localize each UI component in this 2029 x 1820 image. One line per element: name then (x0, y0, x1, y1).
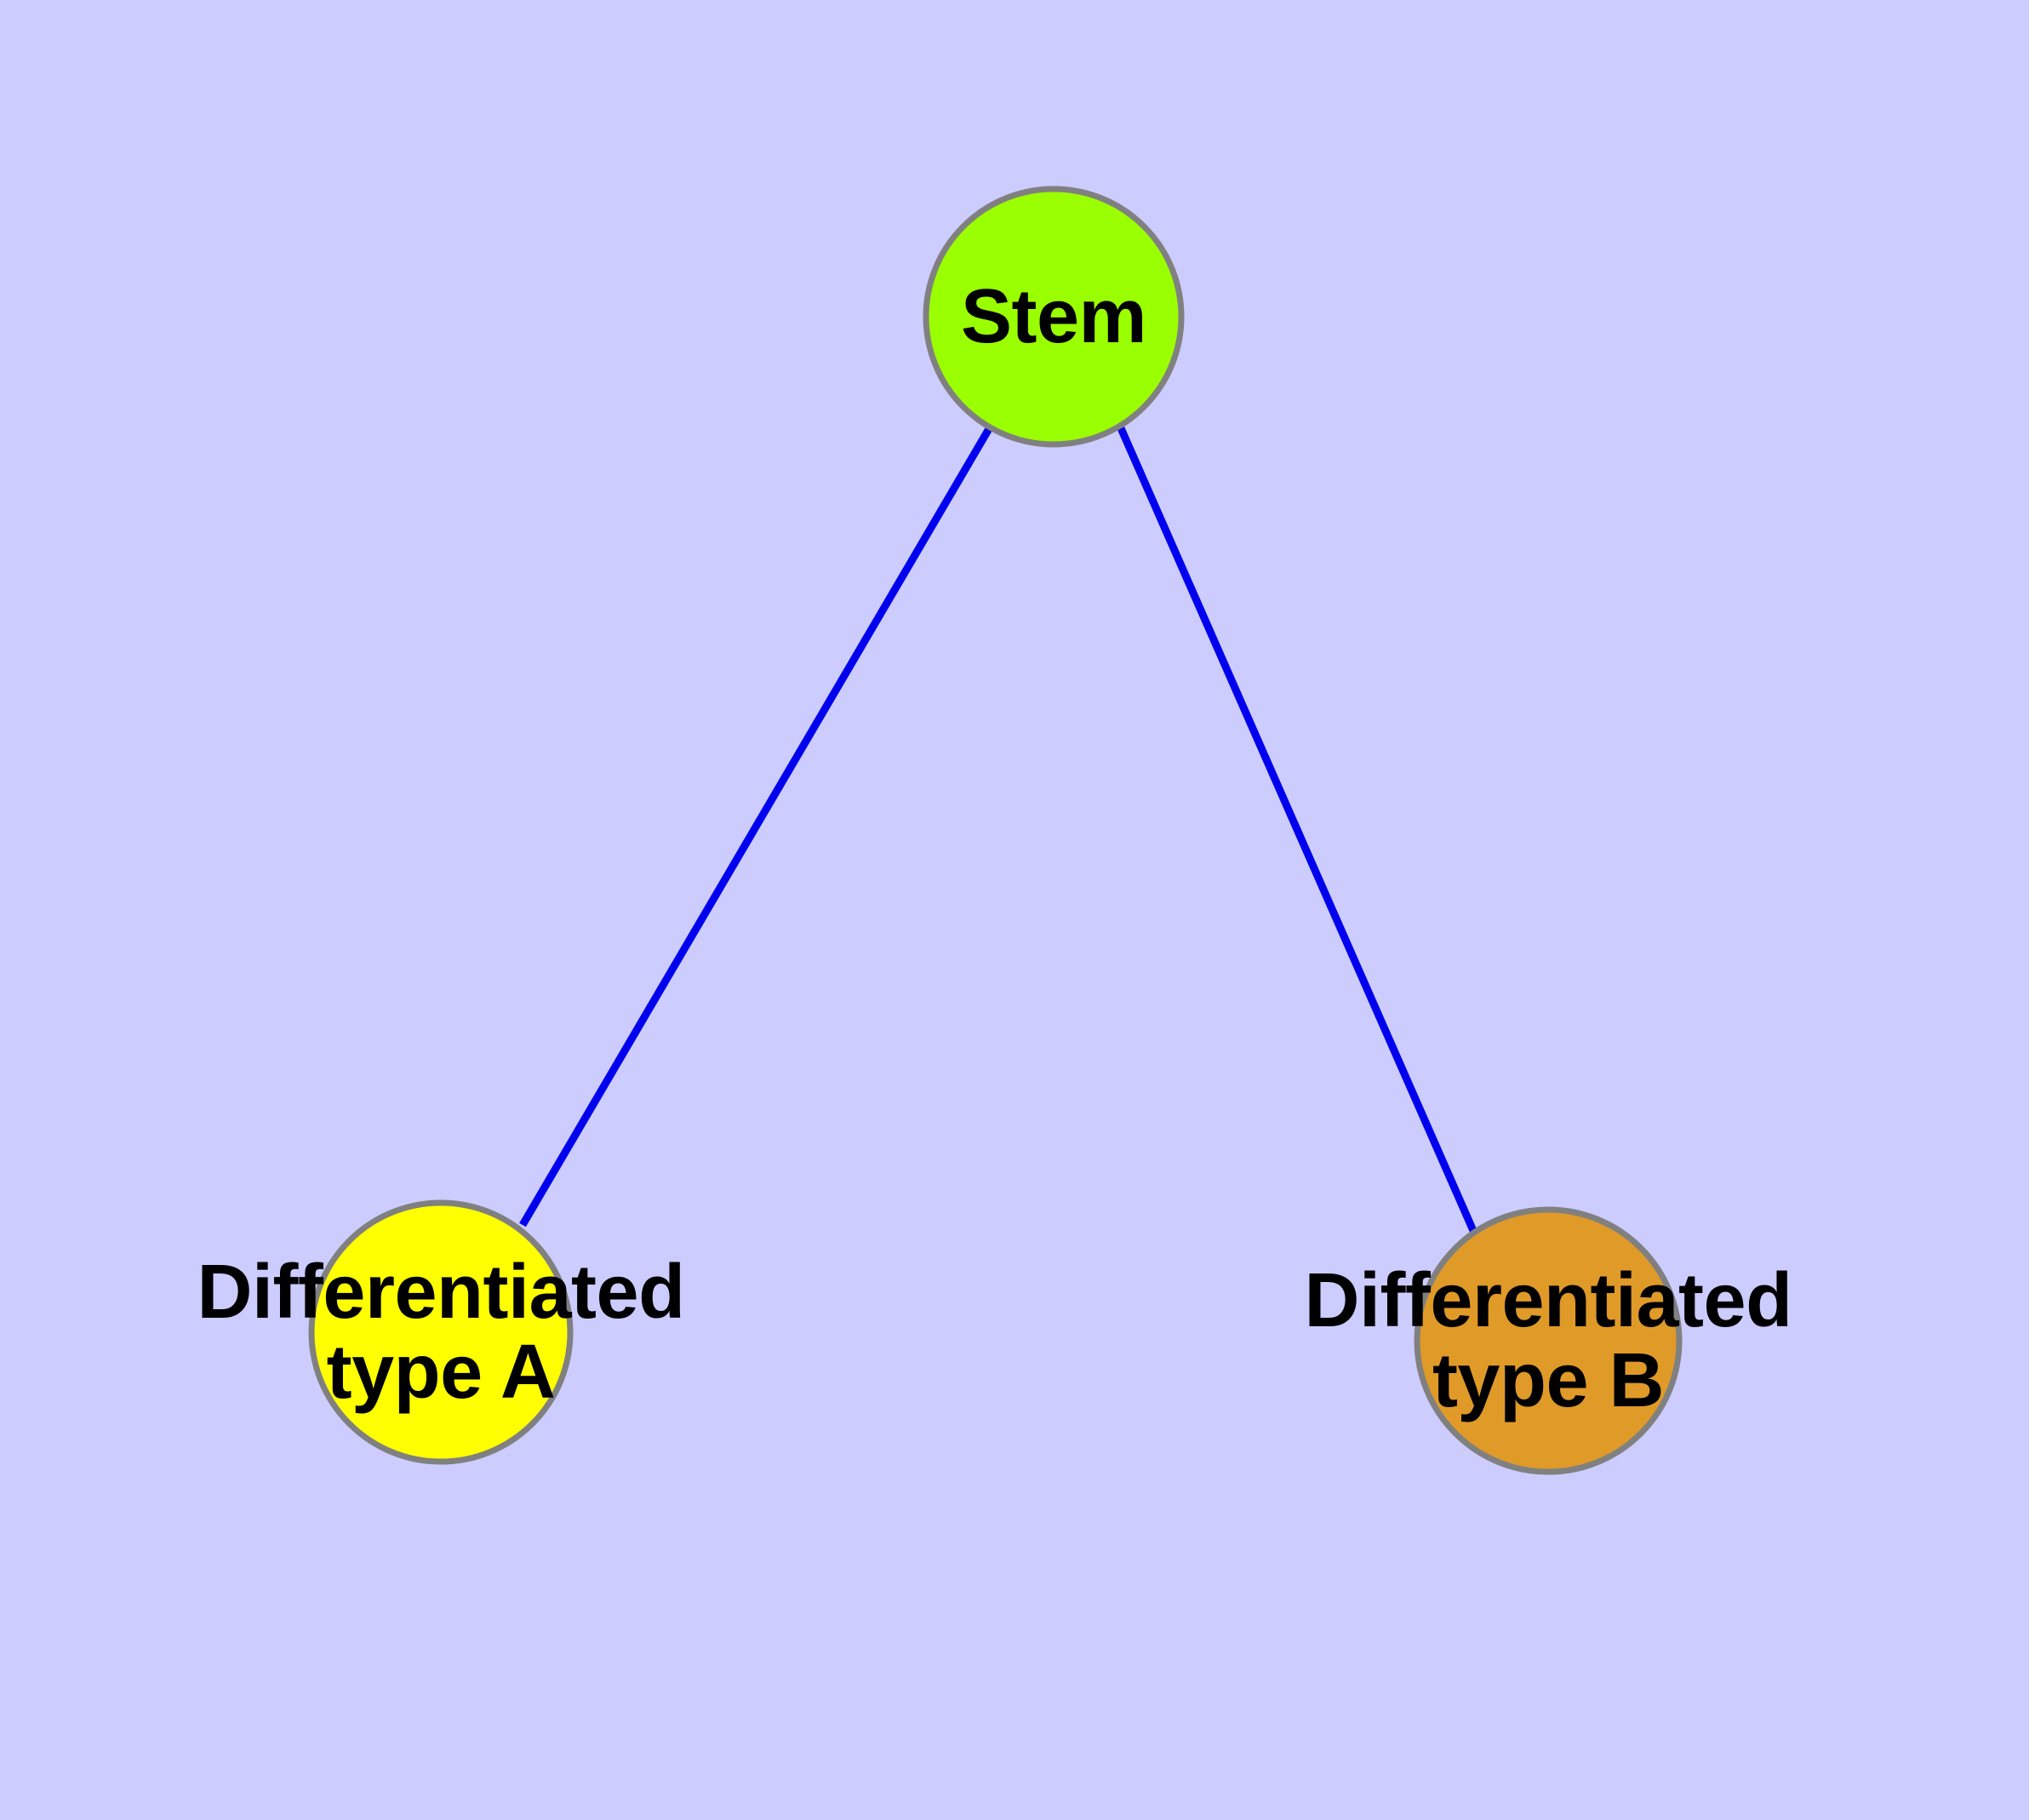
edge-stem-to-differentiated-type-b[interactable] (1117, 426, 1478, 1234)
edge-stem-to-differentiated-type-a[interactable] (519, 425, 993, 1228)
edge-layer (519, 425, 1478, 1234)
node-stem[interactable] (923, 186, 1185, 448)
node-differentiated-type-b[interactable] (1414, 1206, 1683, 1475)
node-layer (308, 186, 1683, 1475)
node-differentiated-type-a[interactable] (308, 1199, 574, 1465)
